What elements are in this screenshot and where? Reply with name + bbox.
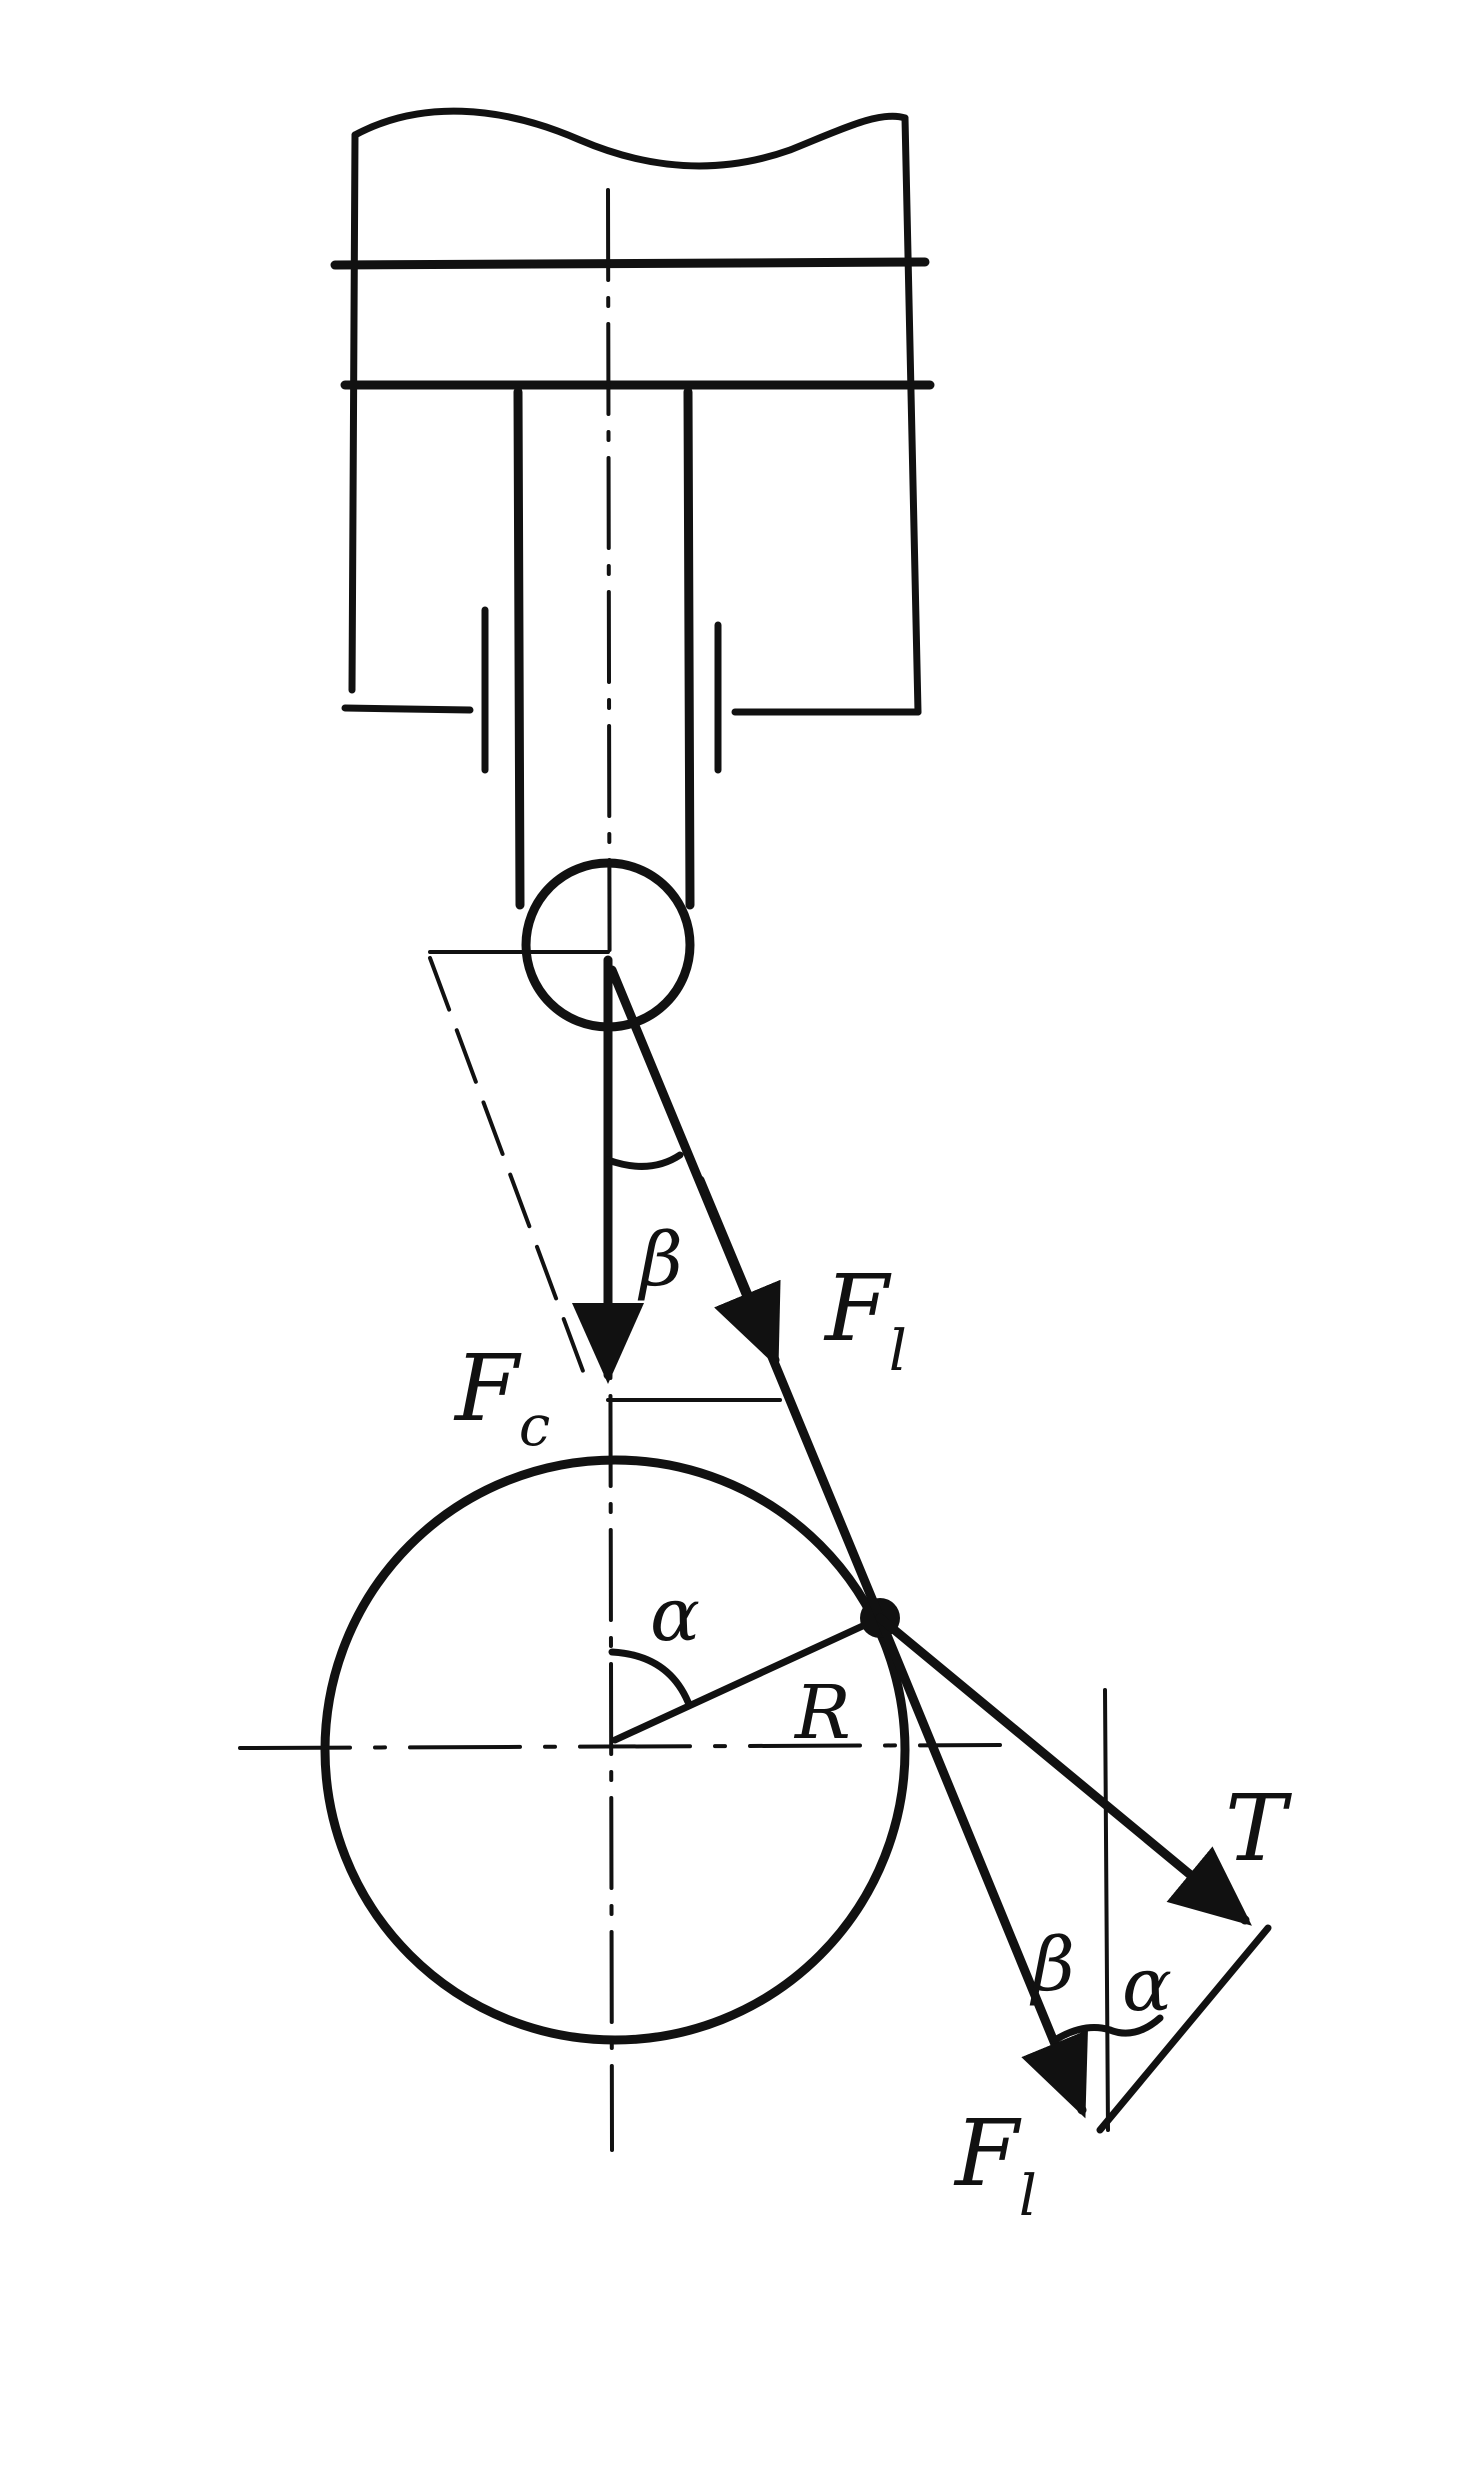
angle-beta-arc-top bbox=[604, 1151, 684, 1170]
force-fl-arrow-lower bbox=[875, 1613, 1088, 2119]
angle-beta-arc-bottom bbox=[1051, 2024, 1114, 2044]
cylinder-bottom-left bbox=[341, 704, 474, 714]
cylinder-left-wall bbox=[348, 131, 359, 694]
crank-radius-line bbox=[611, 1614, 884, 1744]
cylinder-top-wavy-edge bbox=[351, 107, 909, 170]
cylinder bbox=[330, 107, 935, 716]
piston-rod-left-edge bbox=[513, 387, 525, 910]
label-angle-beta-top: β bbox=[637, 1217, 683, 1303]
angle-alpha-arc-crank bbox=[608, 1648, 692, 1706]
piston-rod-right-edge bbox=[683, 387, 695, 910]
force-triangle-closing-line bbox=[1096, 1924, 1272, 2134]
force-parallel-dashed bbox=[428, 956, 592, 1392]
label-tangential-force: T bbox=[1225, 1775, 1292, 1882]
force-fl-arrow-upper bbox=[695, 1175, 781, 1369]
tangential-force-arrow bbox=[875, 1613, 1252, 1926]
label-angle-alpha-crank: α bbox=[650, 1572, 700, 1658]
crank-circle bbox=[320, 1455, 910, 2045]
piston-top-line bbox=[330, 257, 930, 270]
label-angle-beta-bottom: β bbox=[1029, 1922, 1075, 2008]
label-force-fl-bottom: Fl bbox=[953, 2100, 1037, 2229]
piston-rod bbox=[481, 387, 722, 1032]
horizontal-centerline bbox=[238, 1743, 1002, 1750]
label-force-fl-top: Fl bbox=[823, 1255, 907, 1384]
label-angle-alpha-bottom: α bbox=[1122, 1942, 1172, 2028]
label-crank-radius: R bbox=[793, 1670, 851, 1756]
auxiliary-vertical-line bbox=[1103, 1688, 1110, 2132]
cylinder-right-wall bbox=[901, 114, 922, 716]
angle-alpha-arc-bottom bbox=[1106, 2014, 1164, 2037]
label-force-fc: Fc bbox=[453, 1335, 550, 1459]
